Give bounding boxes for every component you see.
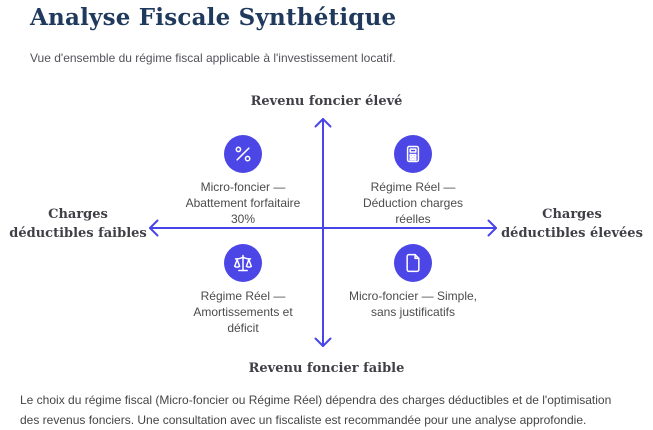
axis-label-bottom: Revenu foncier faible xyxy=(248,361,405,376)
label-line: sans justificatifs xyxy=(370,305,456,319)
label-line: Micro-foncier — Simple, xyxy=(348,289,478,303)
quadrant-bottom-right-label: Micro-foncier — Simple, sans justificati… xyxy=(349,288,477,320)
label-line: Amortissements et xyxy=(193,305,293,319)
axis-label-top: Revenu foncier élevé xyxy=(250,94,403,109)
quadrant-top-right: Régime Réel — Déduction charges réelles xyxy=(328,135,498,227)
label-line: Déduction charges xyxy=(362,196,464,210)
quadrant-top-left: Micro-foncier — Abattement forfaitaire 3… xyxy=(158,135,328,227)
axis-label-right-line1: Charges xyxy=(542,207,602,222)
file-icon xyxy=(394,244,432,282)
label-line: Micro-foncier — xyxy=(200,180,286,194)
arrowhead-down xyxy=(314,337,332,347)
axis-label-left-line2: déductibles faibles xyxy=(9,226,147,241)
percent-icon xyxy=(224,135,262,173)
axes-arrows xyxy=(149,118,497,347)
label-line: Abattement forfaitaire xyxy=(185,196,301,210)
label-line: Régime Réel — xyxy=(370,180,456,194)
quadrant-diagram: Revenu foncier élevé Revenu foncier faib… xyxy=(0,88,653,388)
quadrant-bottom-left-label: Régime Réel — Amortissements et déficit xyxy=(193,288,292,336)
label-line: Régime Réel — xyxy=(200,289,286,303)
quadrant-bottom-right: Micro-foncier — Simple, sans justificati… xyxy=(328,244,498,320)
page-title: Analyse Fiscale Synthétique xyxy=(30,4,397,31)
arrowhead-left xyxy=(149,219,159,237)
quadrant-top-right-label: Régime Réel — Déduction charges réelles xyxy=(363,179,463,227)
axis-label-left: Charges déductibles faibles xyxy=(0,205,158,243)
arrowhead-right xyxy=(487,219,497,237)
axis-label-right: Charges déductibles élevées xyxy=(492,205,652,243)
page-footer-note: Le choix du régime fiscal (Micro-foncier… xyxy=(20,393,612,427)
arrowhead-up xyxy=(314,118,332,128)
quadrant-top-left-label: Micro-foncier — Abattement forfaitaire 3… xyxy=(186,179,301,227)
axis-label-right-line2: déductibles élevées xyxy=(501,226,643,241)
page-subtitle: Vue d'ensemble du régime fiscal applicab… xyxy=(30,51,396,65)
scale-icon xyxy=(224,244,262,282)
axis-label-left-line1: Charges xyxy=(48,207,108,222)
label-line: réelles xyxy=(395,212,431,226)
label-line: déficit xyxy=(227,321,259,335)
label-line: 30% xyxy=(230,212,255,226)
quadrant-bottom-left: Régime Réel — Amortissements et déficit xyxy=(158,244,328,336)
calculator-icon xyxy=(394,135,432,173)
